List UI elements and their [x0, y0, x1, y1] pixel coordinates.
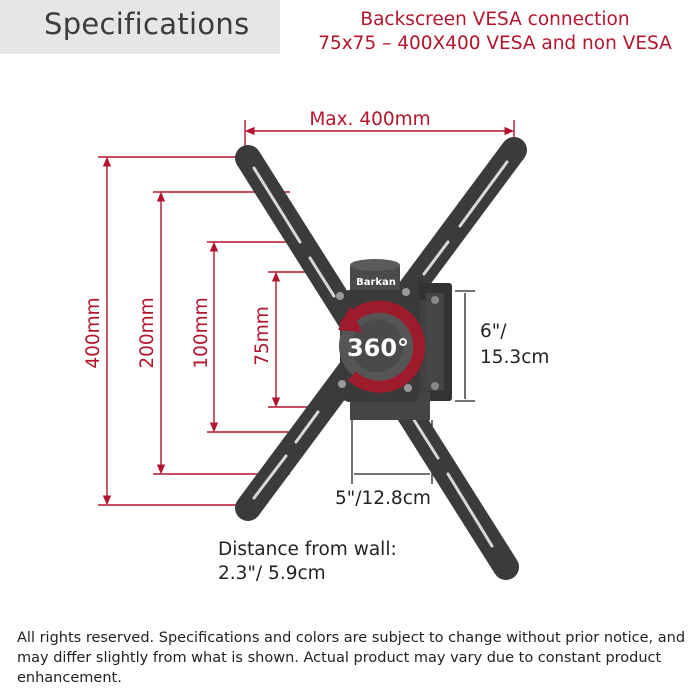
- wall-distance: Distance from wall: 2.3"/ 5.9cm: [218, 538, 397, 586]
- rotation-icon: [338, 300, 426, 393]
- dim-100-label: 100mm: [191, 297, 212, 368]
- wall-distance-line2: 2.3"/ 5.9cm: [218, 563, 326, 584]
- max-width-label: Max. 400mm: [309, 109, 430, 130]
- page-title: Specifications: [44, 7, 250, 41]
- height-label-line2: 15.3cm: [480, 347, 550, 368]
- disclaimer: All rights reserved. Specifications and …: [17, 630, 686, 686]
- vesa-heading-line2: 75x75 – 400X400 VESA and non VESA: [318, 33, 672, 54]
- wall-distance-line1: Distance from wall:: [218, 539, 397, 560]
- vesa-heading-line1: Backscreen VESA connection: [360, 9, 630, 30]
- dim-75-label: 75mm: [252, 306, 273, 366]
- depth-label: 5"/12.8cm: [335, 488, 431, 509]
- dim-200-label: 200mm: [137, 297, 158, 368]
- rotation-label: 360°: [347, 334, 409, 362]
- dim-400-label: 400mm: [83, 297, 104, 368]
- specifications-tag: Specifications: [0, 0, 280, 54]
- height-label-line1: 6"/: [480, 321, 507, 342]
- brand-label: Barkan: [356, 277, 396, 288]
